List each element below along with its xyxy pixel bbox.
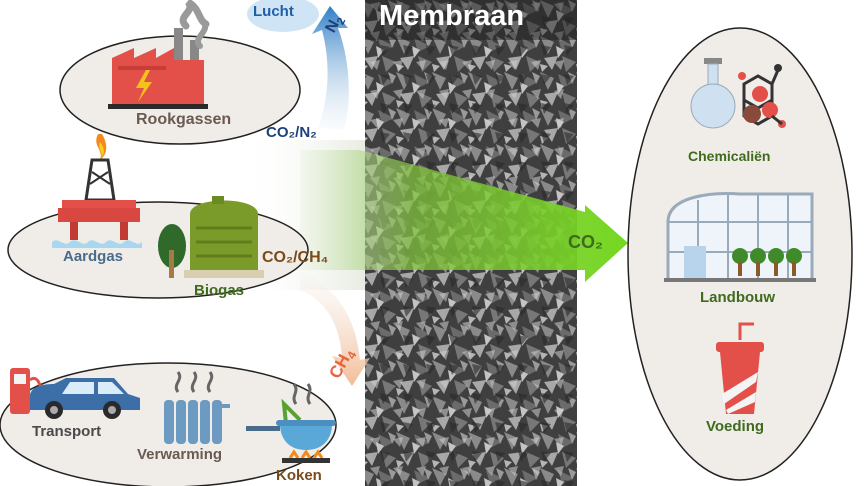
agriculture-label: Landbouw — [700, 289, 775, 306]
co2-label: CO₂ — [568, 232, 603, 253]
air-label: Lucht — [253, 3, 294, 20]
flue-gas-label: Rookgassen — [136, 111, 231, 129]
transport-label: Transport — [32, 423, 101, 440]
biogas-label: Biogas — [194, 282, 244, 299]
membrane-title: Membraan — [379, 0, 524, 33]
chemicals-label: Chemicaliën — [688, 148, 770, 164]
heating-label: Verwarming — [137, 446, 222, 463]
co2-n2-label: CO₂/N₂ — [266, 124, 317, 141]
co2-ch4-label: CO₂/CH₄ — [262, 249, 328, 267]
food-label: Voeding — [706, 418, 764, 435]
cooking-label: Koken — [276, 467, 322, 484]
greenhouse-icon — [664, 194, 816, 282]
natural-gas-label: Aardgas — [63, 248, 123, 265]
